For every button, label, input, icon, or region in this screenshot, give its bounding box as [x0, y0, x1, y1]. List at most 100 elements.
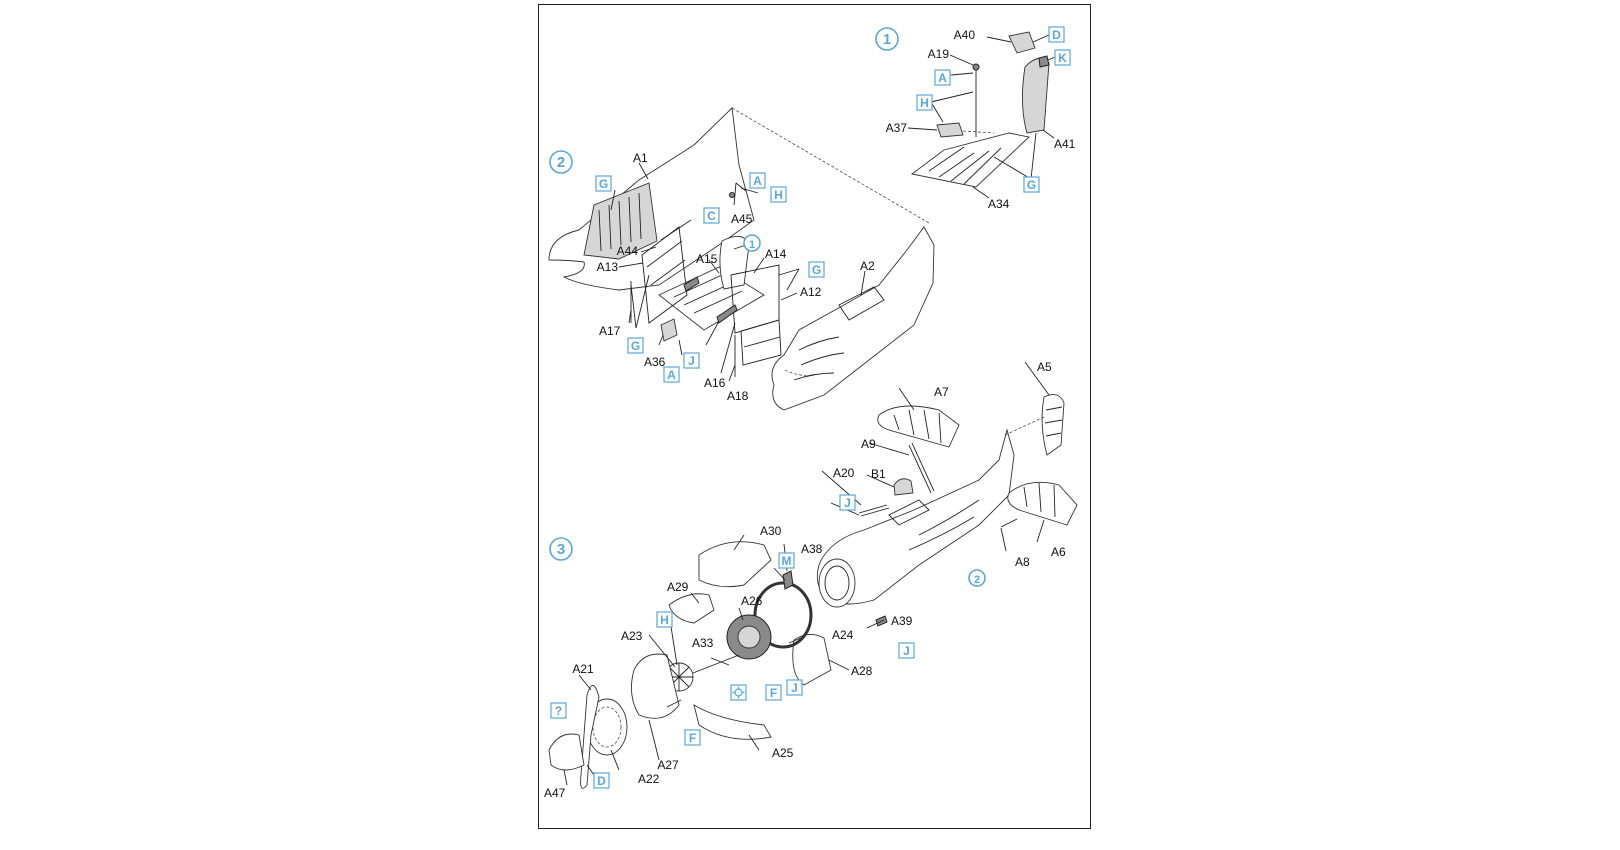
- svg-text:D: D: [1052, 28, 1061, 42]
- label-A45: A45: [731, 212, 753, 226]
- label-A7: A7: [934, 385, 949, 399]
- svg-text:G: G: [812, 263, 821, 277]
- label-A20-B1: B1: [871, 467, 886, 481]
- label-A29: A29: [667, 580, 689, 594]
- stabilizer-left-part: [877, 405, 960, 448]
- svg-text:J: J: [791, 681, 798, 695]
- svg-text:H: H: [660, 613, 669, 627]
- color-box-s2-G-right: [808, 261, 825, 278]
- label-A36: A36: [644, 355, 666, 369]
- label-A13: A13: [597, 260, 619, 274]
- cowling-bottom-part: [693, 704, 772, 740]
- bracket-part: [936, 122, 964, 138]
- pedal-part: [660, 318, 678, 342]
- color-box-s2-H: [770, 186, 787, 203]
- label-A40: A40: [954, 28, 976, 42]
- svg-text:K: K: [1058, 51, 1067, 65]
- side-console-part-2: [716, 304, 738, 324]
- label-A2: A2: [860, 259, 875, 273]
- label-A17: A17: [599, 324, 621, 338]
- label-A23: A23: [621, 629, 643, 643]
- label-A37: A37: [886, 121, 908, 135]
- cowling-left-part: [668, 593, 715, 624]
- color-box-s2-G-bottom: [627, 337, 644, 354]
- color-box-s3-J2: [898, 642, 915, 659]
- label-A20: A20: [833, 466, 855, 480]
- color-box-s2-A: [749, 172, 766, 189]
- side-console-part: [683, 276, 700, 292]
- label-A30: A30: [760, 524, 782, 538]
- color-box-s3-J: [839, 494, 856, 511]
- cowl-ring-part: [630, 653, 680, 719]
- label-A15: A15: [696, 252, 718, 266]
- svg-text:G: G: [631, 339, 640, 353]
- label-A8: A8: [1015, 555, 1030, 569]
- label-A28: A28: [851, 664, 873, 678]
- assembly-diagram: 1 A40 A19 A37 A41 A34 D: [544, 26, 1078, 800]
- gear-icon: [730, 684, 747, 701]
- cockpit-wall-shading: [583, 182, 658, 260]
- gun-part: [858, 504, 888, 514]
- color-box-s3-D: [593, 772, 610, 789]
- label-A25: A25: [772, 746, 794, 760]
- label-A33: A33: [692, 636, 714, 650]
- label-A41: A41: [1054, 137, 1076, 151]
- headrest-cushion-part: [1008, 31, 1036, 54]
- rudder-part: [1041, 394, 1065, 456]
- seat-back-part: [1021, 57, 1050, 134]
- svg-text:A: A: [938, 71, 947, 85]
- step-1-number: 1: [883, 31, 891, 48]
- canopy-outline: [888, 499, 930, 526]
- color-box-s2-C: [703, 207, 720, 224]
- color-box-s3-question: [550, 702, 567, 719]
- small-fitting-part: [729, 192, 735, 198]
- color-box-s3-F2: [684, 729, 701, 746]
- color-box-s1-G: [1023, 176, 1040, 193]
- color-box-s3-M: [778, 552, 795, 569]
- svg-text:J: J: [844, 496, 851, 510]
- label-A6: A6: [1051, 545, 1066, 559]
- color-box-s1-D: [1048, 26, 1065, 43]
- engine-opening-inner: [824, 565, 850, 601]
- part-A38: [782, 570, 794, 590]
- step-3-number: 3: [557, 541, 565, 558]
- label-A44: A44: [617, 244, 639, 258]
- fuselage-panel-lines: [908, 499, 980, 551]
- color-box-s2-A-bottom: [663, 366, 680, 383]
- engine-hub: [737, 625, 761, 649]
- step-2-number: 2: [557, 154, 565, 171]
- windshield-part: [893, 478, 914, 496]
- label-A27: A27: [657, 758, 679, 772]
- svg-text:C: C: [707, 209, 716, 223]
- label-A9: A9: [861, 437, 876, 451]
- svg-text:H: H: [920, 96, 929, 110]
- seat-frame-part: [910, 132, 1030, 188]
- ref-step-2-circle: [968, 569, 986, 587]
- instruction-sheet: 1 A40 A19 A37 A41 A34 D: [538, 4, 1091, 829]
- step-1-circle: [875, 27, 899, 51]
- label-A39: A39: [891, 614, 913, 628]
- svg-text:F: F: [689, 731, 696, 745]
- seat-top-detail: [1038, 55, 1050, 68]
- color-box-s1-A: [934, 69, 951, 86]
- stabilizer-left-ribs: [893, 409, 942, 444]
- fuselage-right-cockpit-opening: [838, 286, 885, 321]
- label-A1: A1: [633, 151, 648, 165]
- svg-text:F: F: [770, 686, 777, 700]
- cockpit-wall-ribs: [598, 192, 642, 252]
- label-A22: A22: [638, 772, 660, 786]
- label-A21: A21: [572, 662, 594, 676]
- label-A19: A19: [928, 47, 950, 61]
- svg-text:H: H: [774, 188, 783, 202]
- spinner-part: [548, 733, 585, 771]
- seat-frame-ribs: [928, 146, 1002, 185]
- color-box-s3-F: [765, 684, 782, 701]
- exhaust-ring-part: [753, 581, 813, 649]
- svg-text:?: ?: [555, 704, 562, 718]
- svg-text:A: A: [753, 174, 762, 188]
- step-2-circle: [549, 150, 573, 174]
- tail-wheel-part: [1000, 518, 1018, 528]
- strut-part: [908, 444, 932, 494]
- label-A38: A38: [801, 542, 823, 556]
- color-box-s1-H: [916, 94, 933, 111]
